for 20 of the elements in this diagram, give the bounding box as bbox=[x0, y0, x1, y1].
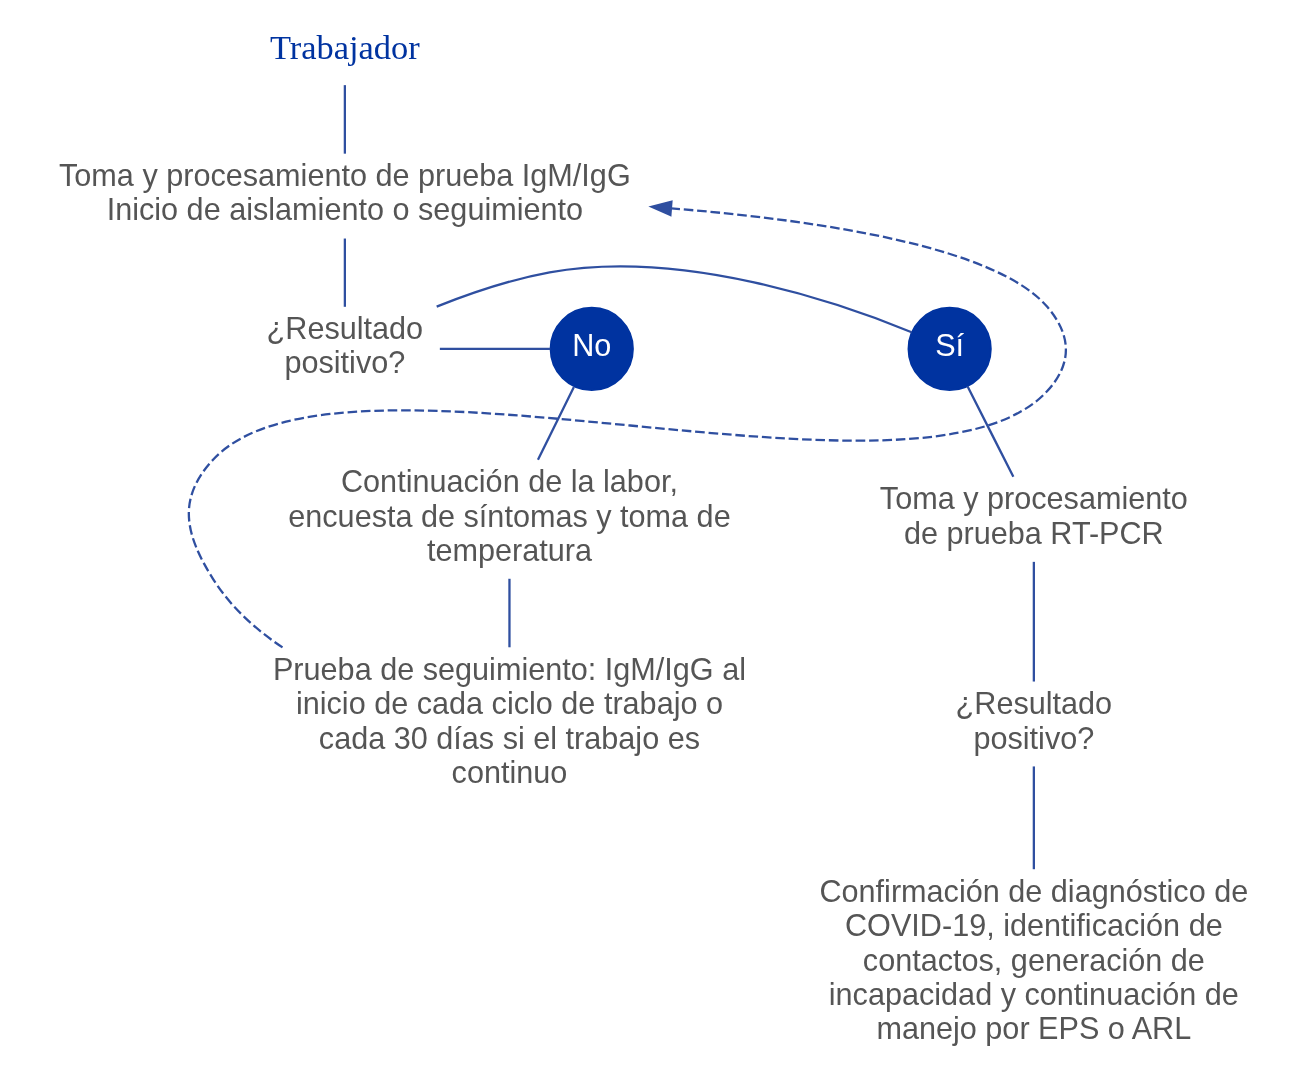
node-text: Confirmación de diagnóstico de COVID-19, identificación de contactos, generación de incapacidad y continuación de manejo por EPS o ARL bbox=[818, 873, 1248, 1046]
node-text: Trabajador bbox=[269, 27, 420, 66]
arrow bbox=[187, 200, 1067, 649]
connector bbox=[435, 265, 912, 334]
connector bbox=[1032, 561, 1035, 682]
connector bbox=[507, 578, 511, 648]
connector bbox=[343, 85, 346, 154]
node-circle: Sí bbox=[907, 306, 992, 392]
connector bbox=[343, 238, 346, 307]
connector bbox=[439, 347, 550, 351]
node-text: Continuación de la labor, encuesta de síntomas y toma de temperatura bbox=[287, 464, 731, 567]
connector bbox=[536, 386, 575, 461]
node-text: Toma y procesamiento de prueba IgM/IgG Inicio de aislamiento o seguimiento bbox=[58, 157, 631, 227]
connector bbox=[1032, 766, 1035, 870]
node-text: Toma y procesamiento de prueba RT-PCR bbox=[879, 481, 1188, 550]
node-text: ¿Resultado positivo? bbox=[266, 310, 423, 380]
node-circle: No bbox=[549, 306, 634, 392]
node-text: ¿Resultado positivo? bbox=[955, 686, 1112, 755]
connector bbox=[965, 385, 1014, 478]
node-text: Prueba de seguimiento: IgM/IgG al inicio de cada ciclo de trabajo o cada 30 días si el trabajo es continuo bbox=[272, 651, 746, 789]
